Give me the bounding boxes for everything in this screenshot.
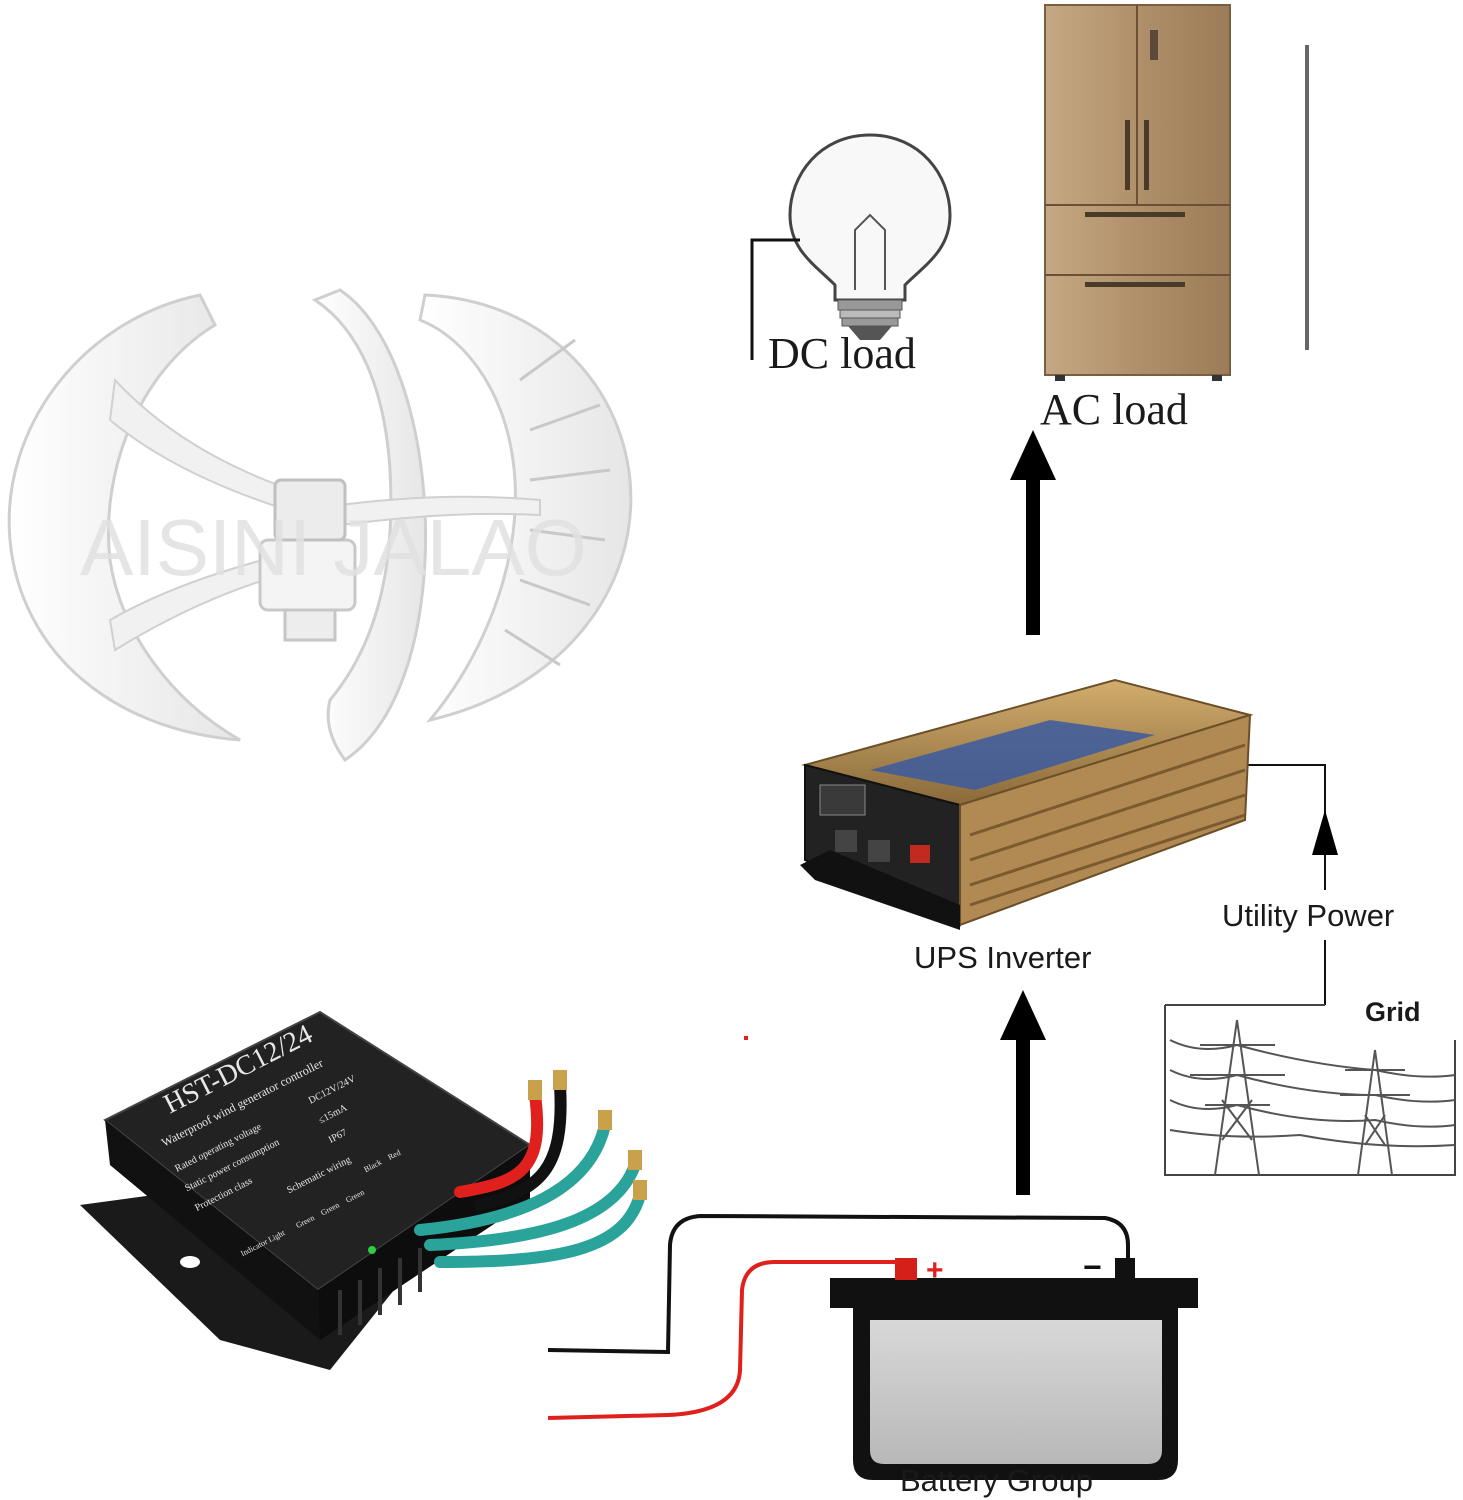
battery-negative-sign: −: [1083, 1249, 1102, 1285]
battery-group-label: Battery Group: [900, 1463, 1093, 1498]
arrow-grid-to-inverter: [1243, 764, 1338, 1005]
battery-wires: [547, 1213, 1130, 1420]
arrow-battery-to-inverter: [1000, 990, 1046, 1195]
utility-power-label: Utility Power: [1222, 898, 1395, 933]
light-bulb-image: [750, 133, 952, 360]
ups-inverter-label: UPS Inverter: [914, 940, 1092, 975]
controller-cables: [414, 1079, 646, 1268]
arrow-inverter-to-ac: [1010, 430, 1056, 635]
fridge-image: [1044, 4, 1309, 381]
grid-towers-image: [1164, 1004, 1456, 1176]
watermark-text: AISINI JALAO: [80, 503, 587, 592]
ups-inverter-image: [800, 678, 1254, 930]
ac-load-label: AC load: [1040, 385, 1188, 434]
wind-turbine-image: AISINI JALAO: [7, 288, 633, 763]
grid-label: Grid: [1365, 997, 1421, 1027]
battery-image: + −: [830, 1249, 1198, 1480]
dc-load-label: DC load: [768, 329, 916, 378]
battery-positive-sign: +: [926, 1254, 944, 1287]
charge-controller-image: HST-DC12/24 Waterproof wind generator co…: [80, 1010, 647, 1370]
